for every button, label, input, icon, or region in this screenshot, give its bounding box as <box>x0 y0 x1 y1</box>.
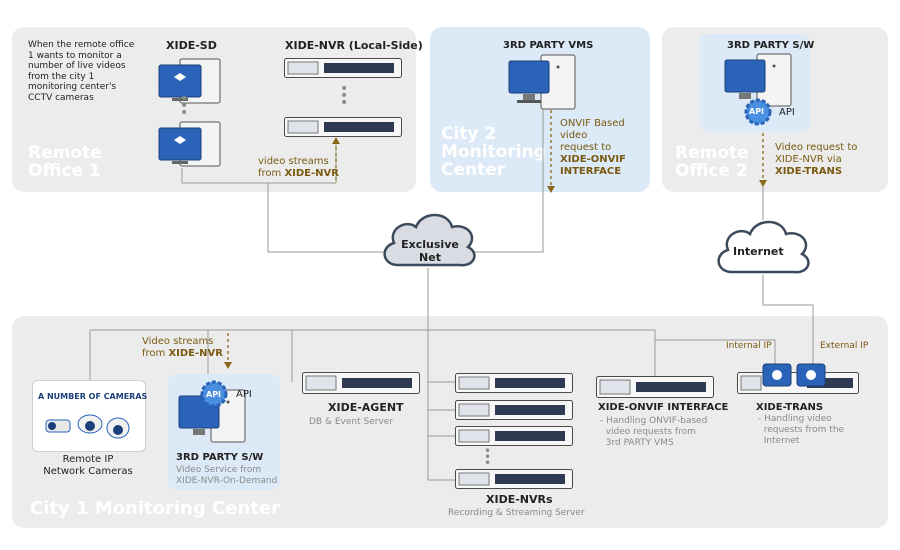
c1-stream-bold: XIDE-NVR <box>168 348 223 359</box>
xide-nvr-dots: ••• <box>484 444 492 470</box>
xide-sd-label: XIDE-SD <box>166 39 217 52</box>
ro2-sw-title: 3RD PARTY S/W <box>727 40 815 51</box>
xide-onvif-title: XIDE-ONVIF INTERFACE <box>598 402 729 413</box>
c1-sw-sub: Video Service from XIDE-NVR-On-Demand <box>176 465 278 486</box>
remote-office-2-title: Remote Office 2 <box>675 143 749 181</box>
ro2-req-3: XIDE-TRANS <box>775 166 843 177</box>
c1-stream-line2: from XIDE-NVR <box>142 348 223 360</box>
xide-nvr-server-icon-3 <box>455 426 573 450</box>
internet-cloud-icon <box>712 214 814 284</box>
xide-nvr-local-label: XIDE-NVR (Local-Side) <box>285 39 423 52</box>
ro2-api-gear-icon <box>744 98 772 130</box>
internet-label: Internet <box>733 245 784 258</box>
remote-office-1-title: Remote Office 1 <box>28 143 102 181</box>
city2-title: City 2 Monitoring Center <box>441 124 546 180</box>
c1-api-badge: API <box>206 390 222 399</box>
vms-title: 3RD PARTY VMS <box>503 40 594 51</box>
remote-office-1-note: When the remote office 1 wants to monito… <box>28 40 135 103</box>
internal-ip-label: Internal IP <box>726 341 772 351</box>
exclusive-net-label: Exclusive Net <box>401 238 459 264</box>
xide-nvr-local-server-icon-2 <box>284 117 402 141</box>
ro2-computer-icon <box>723 52 795 112</box>
c1-sw-title: 3RD PARTY S/W <box>176 452 264 463</box>
city1-title: City 1 Monitoring Center <box>30 498 280 519</box>
xide-trans-sub: - Handling video requests from the Inter… <box>758 414 845 446</box>
xide-sd-monitor-icon-2 <box>158 120 222 174</box>
ro2-api-badge: API <box>749 107 765 116</box>
external-ip-label: External IP <box>820 341 869 351</box>
xide-nvrs-sub: Recording & Streaming Server <box>448 508 585 518</box>
xide-nvr-server-icon-2 <box>455 400 573 424</box>
c1-api-gear-icon <box>200 380 228 412</box>
xide-sd-monitor-icon <box>158 57 222 111</box>
ro1-stream-line1: video streams <box>258 156 329 167</box>
onvif-req-2: video <box>560 130 588 141</box>
onvif-req-1: ONVIF Based <box>560 118 625 129</box>
cameras-label: Remote IP Network Cameras <box>43 454 133 477</box>
xide-agent-server-icon <box>302 372 420 398</box>
xide-nvr-server-icon-4 <box>455 469 573 493</box>
city1-zone <box>12 316 888 528</box>
ro1-stream-bold: XIDE-NVR <box>284 168 339 179</box>
cameras-box-title: A NUMBER OF CAMERAS <box>38 392 148 401</box>
xide-nvr-local-server-icon <box>284 58 402 82</box>
ro2-req-1: Video request to <box>775 142 858 153</box>
xide-onvif-server-icon <box>596 376 714 402</box>
vms-computer-icon <box>507 53 579 115</box>
xide-sd-dots: ••• <box>180 91 189 121</box>
xide-onvif-sub: - Handling ONVIF-based video requests fr… <box>600 416 708 448</box>
c1-stream-prefix: from <box>142 348 169 359</box>
c1-api-label: API <box>236 389 252 400</box>
ro2-api-label: API <box>779 107 795 118</box>
city2-zone <box>430 27 650 192</box>
c1-stream-line1: Video streams <box>142 336 214 347</box>
xide-trans-server-icon <box>737 362 859 400</box>
onvif-req-3: request to <box>560 142 612 153</box>
xide-nvr-server-icon-1 <box>455 373 573 397</box>
onvif-req-4: XIDE-ONVIF <box>560 154 626 165</box>
xide-trans-title: XIDE-TRANS <box>756 402 824 413</box>
xide-agent-sub: DB & Event Server <box>309 417 394 427</box>
xide-agent-title: XIDE-AGENT <box>328 401 404 414</box>
ro2-req-2: XIDE-NVR via <box>775 154 842 165</box>
ro1-stream-prefix: from <box>258 168 285 179</box>
xide-nvrs-title: XIDE-NVRs <box>486 493 553 506</box>
onvif-req-5: INTERFACE <box>560 166 622 177</box>
xide-nvr-local-dots: ••• <box>340 81 349 111</box>
ro1-stream-line2: from XIDE-NVR <box>258 168 339 180</box>
camera-icons <box>44 410 134 448</box>
exclusive-net-cloud-icon <box>378 205 480 279</box>
